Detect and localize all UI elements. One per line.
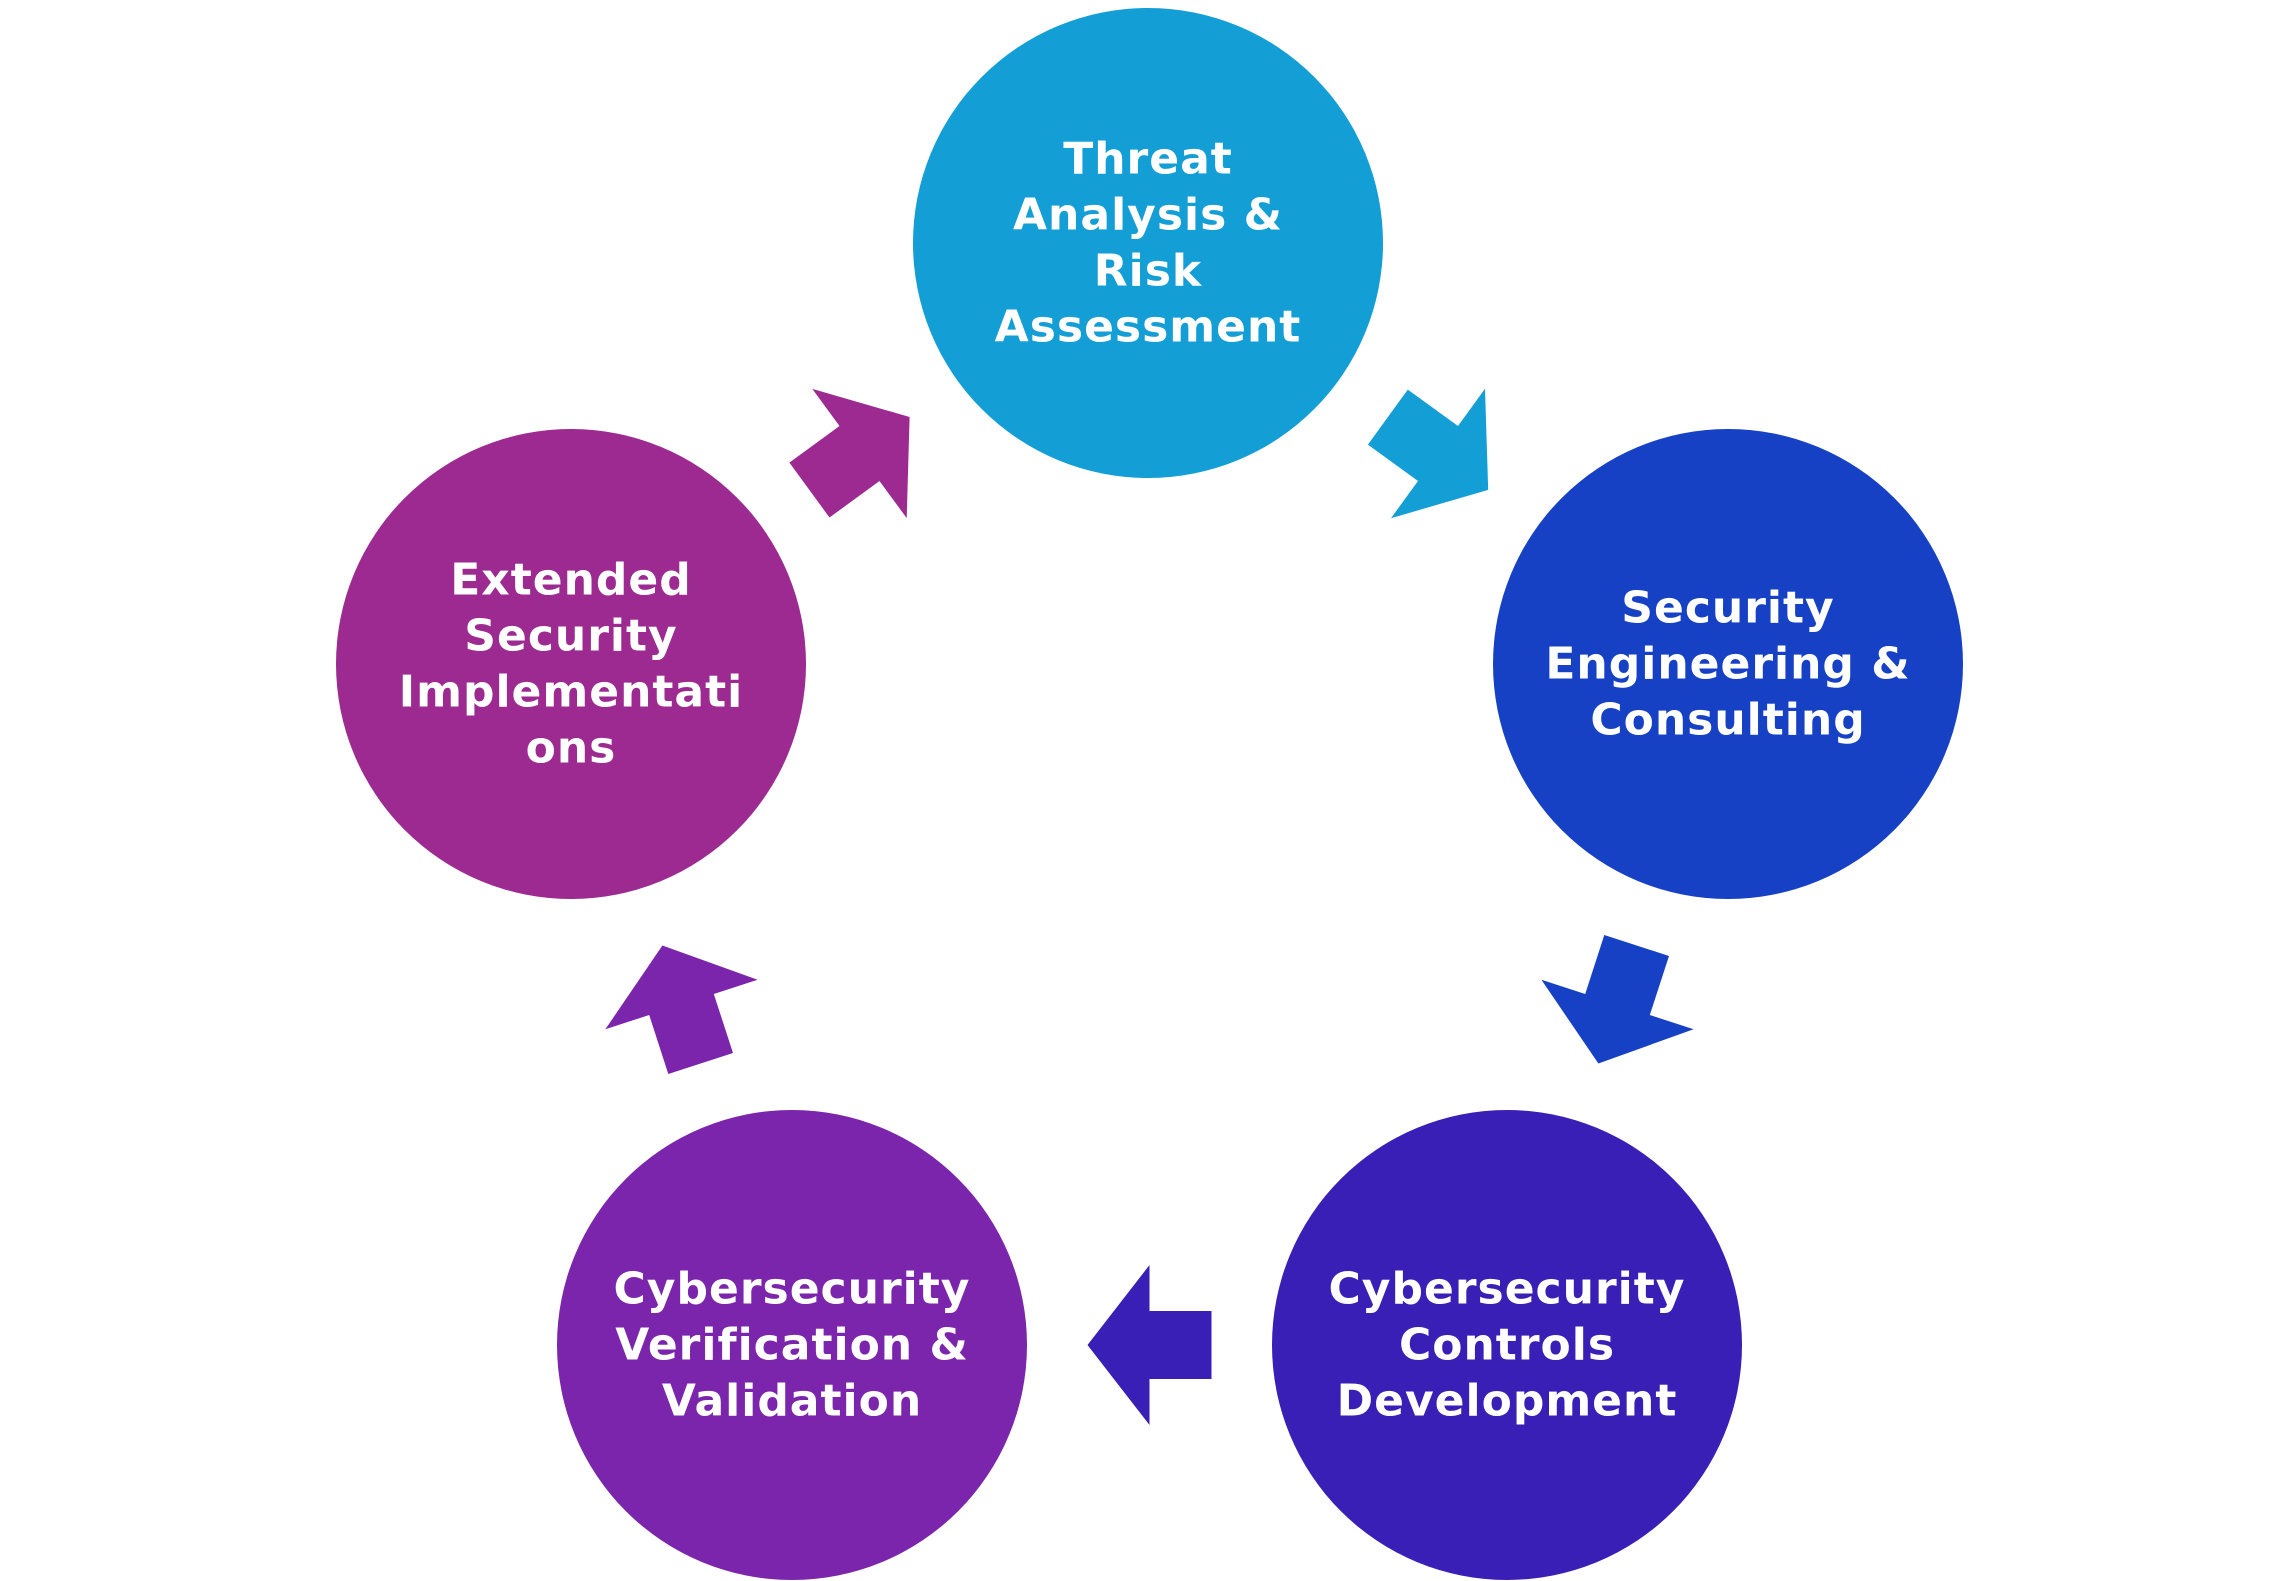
node-label-line: Engineering &: [1545, 639, 1910, 690]
arrows-layer: [605, 388, 1694, 1425]
arrow-controls-development-to-verification-validation: [1087, 1265, 1212, 1425]
node-circle: [557, 1110, 1027, 1580]
node-label-line: Assessment: [995, 302, 1302, 353]
node-label-line: ons: [526, 723, 617, 774]
node-label-line: Controls: [1399, 1320, 1615, 1371]
node-label-line: Analysis &: [1013, 190, 1283, 241]
node-label-line: Risk: [1094, 246, 1203, 297]
node-label-line: Cybersecurity: [1329, 1264, 1686, 1315]
node-circle: [913, 8, 1383, 478]
node-circle: [1493, 429, 1963, 899]
node-label-line: Consulting: [1590, 695, 1865, 746]
node-label-line: Threat: [1063, 134, 1233, 185]
arrow-security-engineering-to-controls-development: [1541, 935, 1694, 1064]
node-label-line: Validation: [662, 1376, 922, 1427]
arrow-threat-analysis-to-security-engineering: [1367, 388, 1489, 519]
arrow-verification-validation-to-extended-implementations: [605, 945, 758, 1074]
node-label-line: Security: [1621, 583, 1834, 634]
arrow-extended-implementations-to-threat-analysis: [789, 388, 910, 519]
node-circle: [1272, 1110, 1742, 1580]
node-label-line: Extended: [450, 555, 691, 606]
node-label-line: Security: [464, 611, 677, 662]
node-label-line: Development: [1337, 1376, 1678, 1427]
node-circle: [336, 429, 806, 899]
node-label-line: Verification &: [615, 1320, 969, 1371]
node-label-line: Cybersecurity: [614, 1264, 971, 1315]
node-label-line: Implementati: [399, 667, 744, 718]
